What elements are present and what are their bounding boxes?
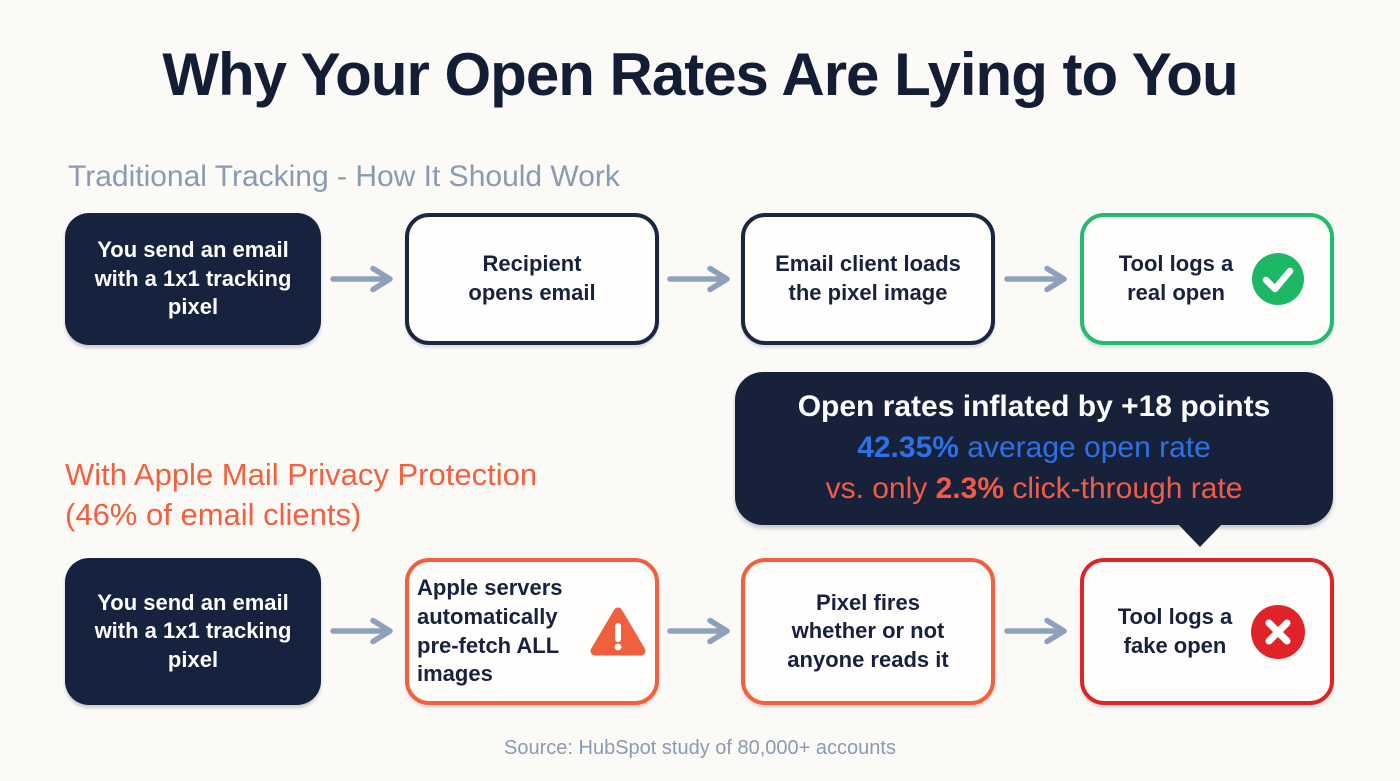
step-pixel-fires: Pixel fires whether or not anyone reads …	[741, 558, 995, 705]
arrow-right-icon	[1004, 265, 1067, 293]
open-rate-value: 42.35%	[857, 431, 959, 465]
section-heading-apple-line1: With Apple Mail Privacy Protection	[65, 457, 538, 492]
step-client-loads-pixel: Email client loads the pixel image	[741, 213, 995, 345]
step-recipient-opens: Recipient opens email	[405, 213, 659, 345]
step-label: Tool logs a fake open	[1117, 603, 1233, 658]
step-real-open: Tool logs a real open	[1080, 213, 1334, 345]
step-label: You send an email with a 1x1 tracking pi…	[94, 237, 292, 320]
callout-tail	[1177, 523, 1223, 547]
step-send-email-apple: You send an email with a 1x1 tracking pi…	[65, 558, 321, 705]
ctr-label: click-through rate	[1004, 471, 1243, 505]
open-rate-label: average open rate	[958, 431, 1211, 465]
step-fake-open: Tool logs a fake open	[1080, 558, 1334, 705]
step-label: Recipient opens email	[468, 251, 596, 305]
warning-triangle-icon	[589, 605, 647, 659]
arrow-right-icon	[330, 265, 393, 293]
section-heading-traditional: Traditional Tracking - How It Should Wor…	[68, 160, 620, 193]
arrow-right-icon	[330, 617, 393, 645]
section-heading-apple-line2: (46% of email clients)	[65, 496, 362, 532]
ctr-value: 2.3%	[935, 471, 1004, 505]
stats-callout: Open rates inflated by +18 points 42.35%…	[735, 372, 1333, 547]
arrow-right-icon	[667, 265, 730, 293]
cross-circle-icon	[1251, 604, 1305, 659]
section-heading-apple: With Apple Mail Privacy Protection (46% …	[65, 455, 537, 534]
page-title: Why Your Open Rates Are Lying to You	[162, 41, 1238, 108]
callout-ctr-line: vs. only 2.3% click-through rate	[826, 469, 1243, 510]
step-label: Email client loads the pixel image	[775, 251, 961, 305]
step-send-email-traditional: You send an email with a 1x1 tracking pi…	[65, 213, 321, 345]
arrow-right-icon	[1004, 617, 1067, 645]
step-label: You send an email with a 1x1 tracking pi…	[94, 589, 292, 672]
source-note: Source: HubSpot study of 80,000+ account…	[504, 737, 896, 759]
step-apple-prefetch: Apple servers automatically pre-fetch AL…	[405, 558, 659, 705]
callout-open-rate-line: 42.35% average open rate	[857, 428, 1211, 469]
callout-headline: Open rates inflated by +18 points	[797, 390, 1271, 424]
ctr-prefix: vs. only	[825, 471, 936, 505]
arrow-right-icon	[667, 617, 730, 645]
check-circle-icon	[1252, 253, 1304, 305]
step-label: Apple servers automatically pre-fetch AL…	[417, 575, 563, 687]
step-label: Tool logs a real open	[1118, 251, 1234, 305]
step-label: Pixel fires whether or not anyone reads …	[787, 589, 949, 672]
